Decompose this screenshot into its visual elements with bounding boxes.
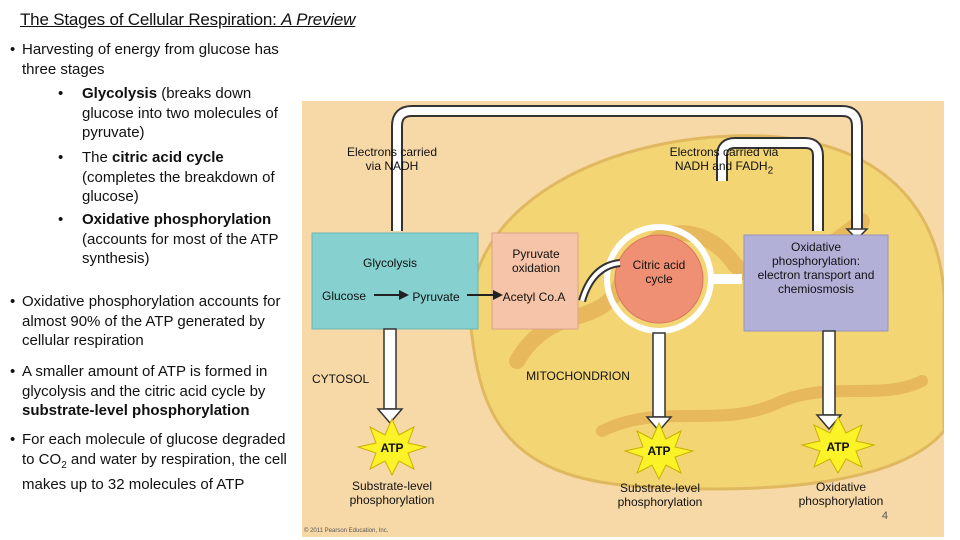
bullet-ninety-percent: •Oxidative phosphorylation accounts for … <box>10 293 281 349</box>
label-atp-3: ATP <box>826 440 850 454</box>
pyruvate-oxidation-box <box>491 232 579 330</box>
label-citric-acid-cycle: Citric acid cycle <box>632 258 686 286</box>
atp-burst-3 <box>800 415 876 475</box>
bullet-glycolysis: •Glycolysis (breaks down glucose into tw… <box>58 85 278 141</box>
glycolysis-box <box>311 232 479 330</box>
electron-arrowhead-right <box>845 228 869 241</box>
label-electrons-nadh-fadh: Electrons carried via NADH and FADH2 <box>669 145 779 177</box>
label-atp-1: ATP <box>380 441 404 455</box>
respiration-figure: Electrons carried via NADH Electrons car… <box>302 101 944 537</box>
label-substrate-level-2: Substrate-level phosphorylation <box>617 481 703 509</box>
label-substrate-level-1: Substrate-level phosphorylation <box>349 479 435 507</box>
label-oxidative-phos: Oxidative phosphorylation <box>798 480 884 508</box>
copyright-note: © 2011 Pearson Education, Inc. <box>304 528 389 534</box>
label-electrons-nadh: Electrons carried via NADH <box>346 145 438 173</box>
label-mitochondrion: MITOCHONDRION <box>526 369 630 383</box>
label-acetyl-coa: Acetyl Co.A <box>502 290 566 304</box>
label-glucose: Glucose <box>321 289 367 303</box>
bullet-atp-yield: •For each molecule of glucose degraded t… <box>10 431 287 493</box>
atp-burst-1 <box>356 417 428 477</box>
bullet-substrate: •A smaller amount of ATP is formed in gl… <box>10 363 268 419</box>
oxphos-box <box>743 234 889 332</box>
atp-burst-2 <box>623 421 695 481</box>
label-atp-2: ATP <box>647 444 671 458</box>
down-arrow-oxphos <box>815 330 843 431</box>
label-cytosol: CYTOSOL <box>312 372 370 386</box>
citric-cycle-ring <box>604 224 714 334</box>
figure-artwork <box>311 105 944 491</box>
label-pyruvate: Pyruvate <box>412 290 460 304</box>
bullet-stages: •Harvesting of energy from glucose has t… <box>10 41 279 78</box>
page-number: 4 <box>881 510 888 522</box>
slide-title: The Stages of Cellular Respiration: A Pr… <box>20 10 356 29</box>
bullet-citric: •The citric acid cycle (completes the br… <box>58 149 275 205</box>
bullet-oxphos: •Oxidative phosphorylation (accounts for… <box>58 211 279 267</box>
citric-cycle-circle <box>614 234 704 324</box>
label-glycolysis: Glycolysis <box>362 256 417 270</box>
down-arrow-glycolysis <box>376 328 404 425</box>
label-oxphos: Oxidative phosphorylation: electron tran… <box>757 240 875 296</box>
label-pyruvate-oxidation: Pyruvate oxidation <box>511 247 561 275</box>
